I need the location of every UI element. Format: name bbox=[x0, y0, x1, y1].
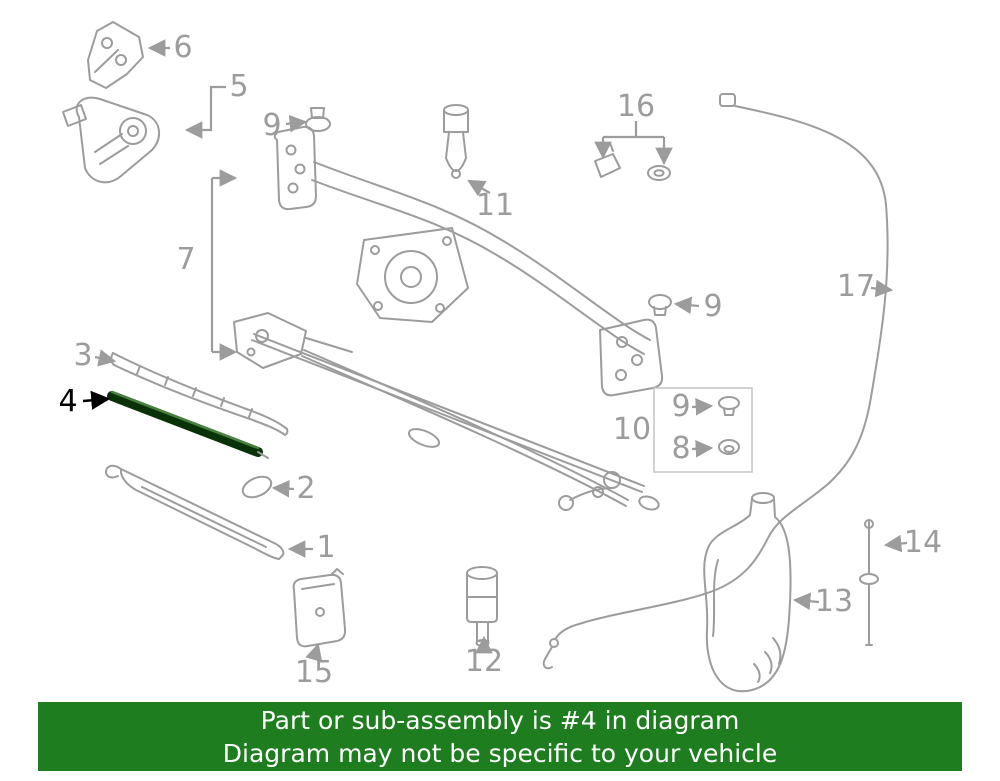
part-oval-seal bbox=[241, 475, 273, 499]
part-wiper-blade bbox=[110, 352, 289, 436]
part-wiper-arm bbox=[105, 464, 285, 560]
part-label-1: 1 bbox=[316, 530, 336, 565]
part-grommet-right bbox=[648, 294, 672, 316]
part-clip-fasteners bbox=[594, 142, 671, 181]
part-label-4-highlighted: 4 bbox=[58, 384, 78, 419]
part-label-9-right: 9 bbox=[703, 289, 723, 324]
part-label-15: 15 bbox=[294, 655, 334, 690]
part-label-9-box: 9 bbox=[671, 389, 691, 424]
part-pivot-pin bbox=[443, 104, 469, 179]
part-grommet-kit-box bbox=[653, 387, 753, 473]
part-label-12: 12 bbox=[464, 644, 504, 679]
part-label-6: 6 bbox=[173, 30, 193, 65]
part-label-13: 13 bbox=[814, 584, 854, 619]
part-label-3: 3 bbox=[73, 338, 93, 373]
part-label-2: 2 bbox=[296, 471, 316, 506]
part-label-7: 7 bbox=[176, 242, 196, 277]
part-washer-pump bbox=[466, 566, 498, 647]
part-wiper-linkage-assembly bbox=[233, 125, 664, 511]
part-washer-reservoir bbox=[703, 492, 792, 693]
part-wiper-motor bbox=[62, 96, 160, 184]
banner-line1: Part or sub-assembly is #4 in diagram bbox=[260, 705, 740, 735]
part-mount-bracket bbox=[87, 21, 144, 89]
part-label-5: 5 bbox=[229, 69, 249, 104]
info-banner: Part or sub-assembly is #4 in diagram Di… bbox=[38, 702, 962, 771]
leader-arrows bbox=[82, 39, 908, 663]
part-label-14: 14 bbox=[903, 525, 943, 560]
part-washer-hose bbox=[542, 93, 889, 670]
part-label-16: 16 bbox=[616, 89, 656, 124]
part-label-8: 8 bbox=[671, 431, 691, 466]
part-cover-cap bbox=[292, 568, 347, 648]
part-reservoir-rod bbox=[859, 519, 879, 646]
part-label-9-top: 9 bbox=[262, 108, 282, 143]
part-label-11: 11 bbox=[475, 188, 515, 223]
part-label-17: 17 bbox=[836, 269, 876, 304]
part-label-10: 10 bbox=[612, 412, 652, 447]
part-wiper-refill-highlighted bbox=[107, 390, 269, 459]
diagram-artwork bbox=[62, 21, 908, 693]
banner-line2: Diagram may not be specific to your vehi… bbox=[222, 738, 778, 768]
